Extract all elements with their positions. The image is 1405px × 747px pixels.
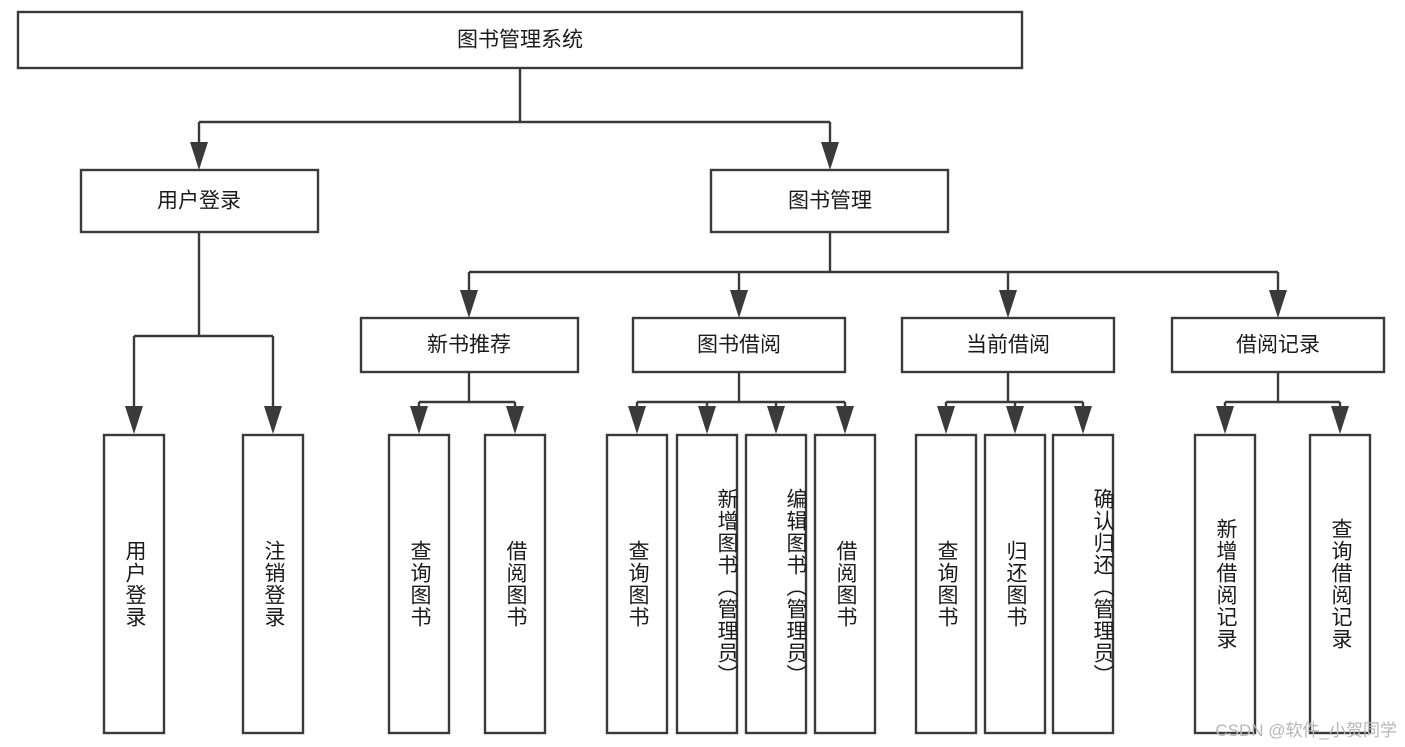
- arrow-head-user-login: [190, 142, 208, 170]
- node-label-book-management: 图书管理: [788, 190, 872, 213]
- node-box-leaf-query-book-1[interactable]: [387, 433, 451, 735]
- node-label-current-borrow: 当前借阅: [966, 334, 1050, 357]
- node-box-new-book-recommend[interactable]: [359, 316, 580, 374]
- node-box-leaf-confirm-return-admin[interactable]: [1051, 433, 1115, 735]
- arrow-head-borrow-record: [1269, 290, 1287, 318]
- arrow-head-book-mgmt: [821, 142, 839, 170]
- arrow-head-leaf-user-login: [125, 406, 143, 434]
- connector-current-borrow-to-leaves: [937, 372, 1092, 434]
- node-box-root[interactable]: [16, 10, 1024, 70]
- arrow-head-cb-1: [937, 406, 955, 434]
- node-current-borrow[interactable]: 当前借阅: [900, 316, 1116, 374]
- node-book-borrow[interactable]: 图书借阅: [631, 316, 847, 374]
- arrow-head-leaf-logout: [264, 406, 282, 434]
- node-label-root: 图书管理系统: [457, 29, 583, 52]
- connector-root-to-level2: [190, 68, 839, 170]
- arrow-head-book-borrow: [730, 290, 748, 318]
- connector-user-login-to-leaves: [125, 232, 282, 434]
- node-box-leaf-logout[interactable]: [241, 433, 305, 735]
- connector-new-book-recommend-to-leaves: [410, 372, 524, 434]
- arrow-head-br-2: [1331, 406, 1349, 434]
- connector-book-borrow-to-leaves: [628, 372, 854, 434]
- arrow-head-nbr-2: [506, 406, 524, 434]
- node-box-leaf-query-borrow-record[interactable]: [1308, 433, 1372, 735]
- node-label-book-borrow: 图书借阅: [697, 334, 781, 357]
- arrow-head-bb-2: [698, 406, 716, 434]
- node-root[interactable]: 图书管理系统: [16, 10, 1024, 70]
- connector-borrow-record-to-leaves: [1216, 372, 1349, 434]
- arrow-head-nbr-1: [410, 406, 428, 434]
- node-box-leaf-borrow-book-1[interactable]: [483, 433, 547, 735]
- arrow-head-cb-3: [1074, 406, 1092, 434]
- node-box-current-borrow[interactable]: [900, 316, 1116, 374]
- node-box-leaf-add-borrow-record[interactable]: [1193, 433, 1257, 735]
- node-box-leaf-return-book[interactable]: [983, 433, 1047, 735]
- node-box-leaf-user-login[interactable]: [102, 433, 166, 735]
- arrow-head-new-book: [460, 290, 478, 318]
- arrow-head-current-borrow: [999, 290, 1017, 318]
- node-box-leaf-edit-book-admin[interactable]: [744, 433, 808, 735]
- node-new-book-recommend[interactable]: 新书推荐: [359, 316, 580, 374]
- watermark-text: CSDN @软件_小贺同学: [1215, 721, 1397, 740]
- arrow-head-cb-2: [1006, 406, 1024, 434]
- node-label-new-book-recommend: 新书推荐: [427, 334, 511, 357]
- node-box-leaf-query-book-2[interactable]: [605, 433, 669, 735]
- arrow-head-bb-4: [836, 406, 854, 434]
- node-box-leaf-add-book-admin[interactable]: [675, 433, 739, 735]
- node-box-book-management[interactable]: [709, 168, 950, 234]
- node-box-leaf-borrow-book-2[interactable]: [813, 433, 877, 735]
- arrow-head-bb-3: [767, 406, 785, 434]
- node-label-user-login: 用户登录: [157, 190, 241, 213]
- node-book-management[interactable]: 图书管理: [709, 168, 950, 234]
- connector-book-management-to-level3: [460, 232, 1287, 318]
- arrow-head-br-1: [1216, 406, 1234, 434]
- leaf-boxes-group: [102, 433, 1372, 735]
- node-box-leaf-query-book-3[interactable]: [914, 433, 978, 735]
- node-label-borrow-record: 借阅记录: [1236, 334, 1320, 357]
- node-user-login[interactable]: 用户登录: [79, 168, 320, 234]
- node-box-book-borrow[interactable]: [631, 316, 847, 374]
- arrow-head-bb-1: [628, 406, 646, 434]
- node-box-borrow-record[interactable]: [1170, 316, 1386, 374]
- node-borrow-record[interactable]: 借阅记录: [1170, 316, 1386, 374]
